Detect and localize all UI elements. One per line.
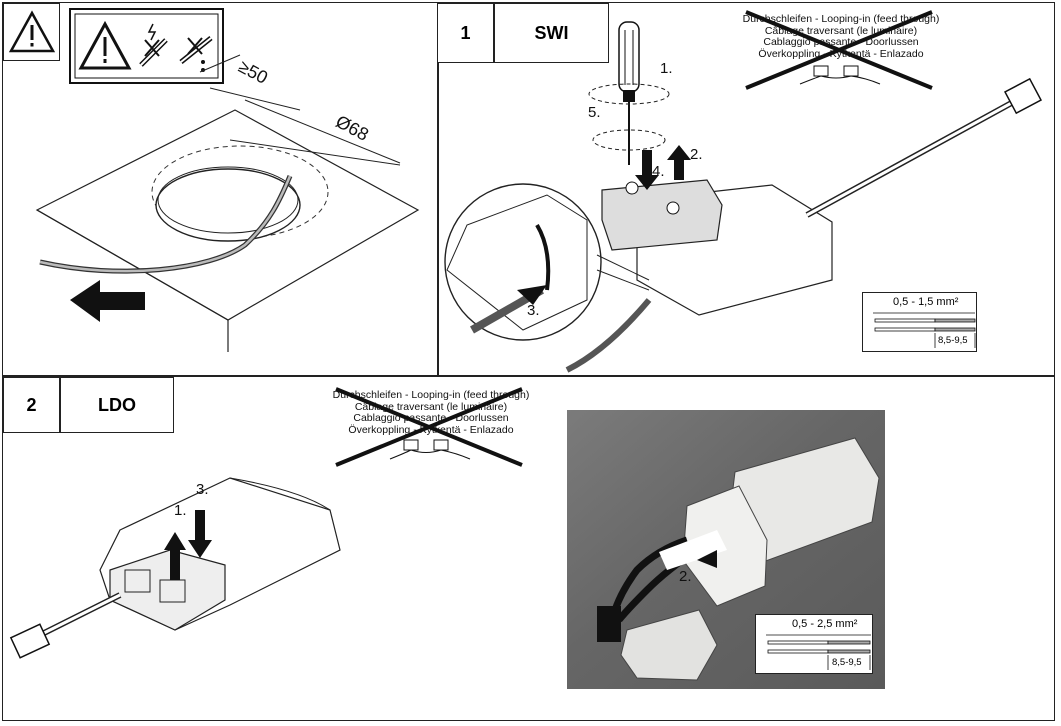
step-label: 4. — [652, 163, 665, 180]
looping-cross-mark — [745, 10, 933, 90]
step-label: 1. — [174, 502, 187, 519]
wire-spec-box: 0,5 - 1,5 mm² 8,5-9,5 — [862, 292, 977, 352]
step-label: 3. — [527, 302, 540, 319]
looping-line: Durchschleifen - Looping-in (feed throug… — [332, 389, 530, 401]
looping-line: Câblage traversant (le luminaire) — [354, 400, 508, 413]
looping-line: Cablaggio passante - Doorlussen — [353, 412, 509, 424]
step-label: 5. — [588, 104, 601, 121]
section-number: 1 — [437, 3, 494, 63]
strip-length-label: 8,5-9,5 — [832, 657, 862, 668]
section-title: SWI — [494, 3, 609, 63]
wire-section-label: 0,5 - 1,5 mm² — [893, 296, 959, 308]
step-label: 1. — [660, 60, 673, 77]
photo-step-label: 2. — [679, 568, 692, 585]
looping-cross-mark — [335, 387, 523, 467]
divider-vertical — [437, 3, 439, 375]
section-title: LDO — [60, 377, 174, 433]
ceiling-cutout-drawing — [35, 54, 420, 352]
ldo-driver-drawing — [9, 477, 341, 659]
looping-line: Överkoppling - Kytkentä - Enlazado — [758, 47, 924, 60]
divider-horizontal — [3, 375, 1055, 377]
looping-line: Cablaggio passante - Doorlussen — [763, 36, 919, 48]
section-number: 2 — [3, 377, 60, 433]
swi-driver-drawing — [444, 21, 1043, 373]
looping-not-allowed-note: Durchschleifen - Looping-in (feed throug… — [728, 13, 954, 60]
warning-icon — [3, 3, 60, 61]
wire-section-label: 0,5 - 2,5 mm² — [792, 618, 858, 630]
strip-length-label: 8,5-9,5 — [938, 335, 968, 346]
step-label: 2. — [690, 146, 703, 163]
ldo-wiring-photo: 2. 0,5 - 2,5 mm² 8,5-9,5 — [567, 410, 885, 689]
wire-spec-box: 0,5 - 2,5 mm² 8,5-9,5 — [755, 614, 873, 674]
step-label: 3. — [196, 481, 209, 498]
looping-line: Durchschleifen - Looping-in (feed throug… — [742, 13, 940, 25]
no-live-work-pictogram — [69, 8, 224, 84]
looping-line: Câblage traversant (le luminaire) — [764, 24, 918, 37]
